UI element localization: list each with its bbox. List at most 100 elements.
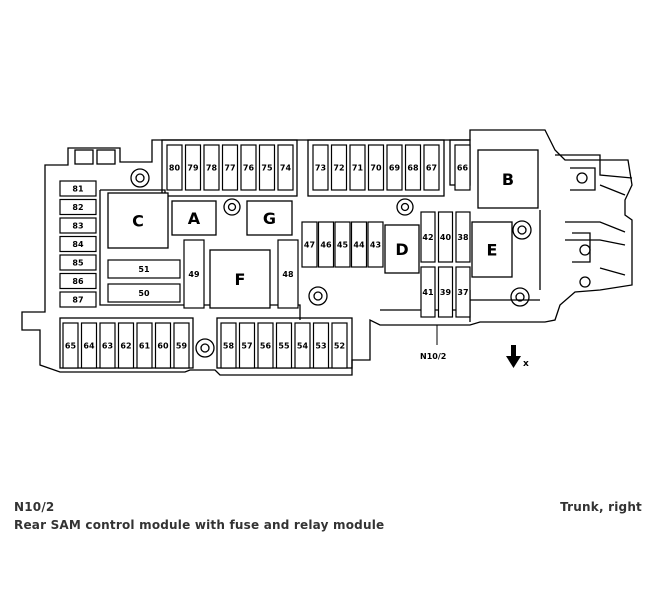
fuse-slot-78	[203, 144, 220, 191]
fuse-slot-75	[258, 144, 276, 191]
relay-label-b: B	[502, 170, 514, 189]
fuse-label-70: 70	[370, 164, 382, 173]
fuse-label-46: 46	[320, 241, 332, 250]
fuse-slot-73	[312, 144, 329, 191]
fuse-label-38: 38	[457, 233, 469, 242]
relay-d	[384, 224, 420, 274]
fuse-label-71: 71	[352, 164, 364, 173]
fuse-label-78: 78	[206, 164, 218, 173]
fuse-label-45: 45	[337, 241, 349, 250]
fuse-slot-65	[62, 322, 79, 369]
fuse-slot-79	[184, 144, 202, 191]
fuse-label-60: 60	[157, 342, 169, 351]
fuse-slot-42	[420, 211, 436, 263]
module-code: N10/2	[14, 500, 55, 514]
fuse-slot-70	[367, 144, 385, 191]
connector-detail	[570, 167, 596, 263]
fuse-label-62: 62	[120, 342, 131, 351]
fuse-slot-44	[350, 221, 368, 268]
fuse-slot-69	[386, 144, 403, 191]
fuse-label-72: 72	[333, 164, 344, 173]
fuse-label-54: 54	[297, 342, 309, 351]
fuse-label-69: 69	[389, 164, 401, 173]
fuse-label-55: 55	[278, 342, 290, 351]
relay-a	[171, 200, 217, 236]
fuse-label-47: 47	[304, 241, 315, 250]
fuse-slot-85	[59, 254, 97, 271]
fuse-label-66: 66	[457, 164, 469, 173]
fuse-slot-47	[301, 221, 318, 268]
fuse-slot-80	[166, 144, 183, 191]
fuse-slot-77	[221, 144, 239, 191]
fuse-slot-76	[240, 144, 257, 191]
fuse-slot-38	[455, 211, 471, 263]
relay-label-c: C	[132, 212, 144, 231]
fuse-label-86: 86	[72, 277, 84, 286]
fuse-label-67: 67	[426, 164, 437, 173]
fuse-label-75: 75	[261, 164, 273, 173]
fuse-slot-43	[367, 221, 384, 268]
fuse-slot-56	[257, 322, 274, 369]
fuse-slot-72	[330, 144, 348, 191]
fuse-slot-84	[59, 235, 97, 253]
fuse-label-65: 65	[65, 342, 77, 351]
fuse-slot-51	[107, 259, 181, 279]
fuse-slot-66	[454, 144, 471, 191]
relay-label-g: G	[263, 209, 276, 228]
fuse-slot-40	[437, 211, 454, 263]
fuse-slot-86	[59, 272, 97, 290]
fuse-slot-49	[183, 239, 205, 309]
fuse-label-39: 39	[440, 288, 452, 297]
top-left-tab-2	[96, 149, 116, 165]
fuse-slot-50	[107, 283, 181, 303]
relay-c	[107, 192, 169, 249]
fuse-slot-37	[455, 266, 471, 318]
relay-label-f: F	[235, 270, 246, 289]
relay-b	[477, 149, 539, 209]
fuse-bank-top-mid-frame	[307, 139, 445, 197]
fuse-bank-top-left-frame	[161, 139, 298, 197]
fuse-label-50: 50	[138, 289, 150, 298]
fuse-slot-39	[437, 266, 454, 318]
relay-label-d: D	[395, 240, 408, 259]
fuse-slot-46	[317, 221, 335, 268]
fuse-slot-68	[404, 144, 422, 191]
fuse-slot-54	[294, 322, 311, 369]
fuse-label-83: 83	[72, 222, 83, 231]
fuse-slot-63	[99, 322, 116, 369]
relay-e	[471, 221, 513, 278]
module-description: Rear SAM control module with fuse and re…	[14, 518, 385, 532]
direction-arrow-icon	[506, 345, 521, 368]
fuse-label-52: 52	[334, 342, 345, 351]
fuse-label-59: 59	[176, 342, 188, 351]
fuse-slot-82	[59, 198, 97, 216]
fuse-slot-58	[220, 322, 237, 369]
fuse-slot-71	[349, 144, 366, 191]
fuse-slot-74	[277, 144, 294, 191]
callout-label: N10/2	[420, 352, 446, 361]
fuse-label-49: 49	[188, 270, 200, 279]
fuse-label-51: 51	[138, 265, 150, 274]
fuse-label-37: 37	[457, 288, 468, 297]
top-left-tab-1	[74, 149, 94, 165]
fuse-slot-45	[334, 221, 351, 268]
fuse-slot-64	[80, 322, 98, 369]
fuse-slot-67	[423, 144, 440, 191]
fuse-slot-53	[312, 322, 330, 369]
fuse-label-44: 44	[353, 241, 365, 250]
fuse-label-57: 57	[241, 342, 252, 351]
fuse-label-40: 40	[440, 233, 452, 242]
fuse-label-81: 81	[72, 185, 84, 194]
fuse-slot-41	[420, 266, 436, 318]
fuse-label-76: 76	[243, 164, 255, 173]
fuse-slot-55	[275, 322, 293, 369]
fuse-slot-83	[59, 217, 97, 234]
fuse-slot-52	[331, 322, 348, 369]
fuse-label-58: 58	[223, 342, 235, 351]
fuse-slot-48	[277, 239, 299, 309]
fuse-label-77: 77	[224, 164, 235, 173]
fuse-label-74: 74	[280, 164, 292, 173]
fuse-label-41: 41	[422, 288, 434, 297]
fuse-label-48: 48	[282, 270, 294, 279]
